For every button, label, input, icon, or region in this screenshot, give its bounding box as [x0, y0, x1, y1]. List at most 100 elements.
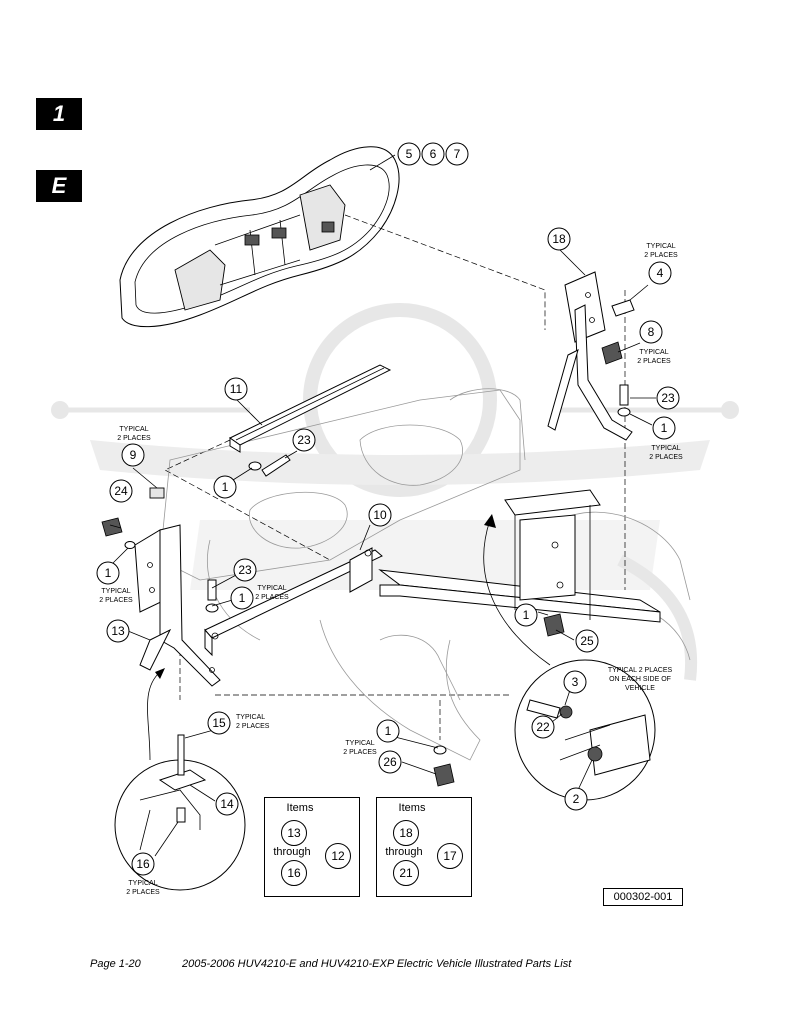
figure-id: 000302-001: [603, 888, 683, 906]
callout-14-label: 14: [220, 797, 234, 811]
callout-23-right-label: 23: [661, 391, 675, 405]
note-typical-9: TYPICAL 2 PLACES: [117, 426, 151, 442]
callout-8: 8: [639, 320, 663, 344]
nut-24: [101, 517, 123, 537]
washer-left: [124, 541, 136, 549]
bolt-23-right: [619, 384, 629, 406]
svg-text:TYPICAL: TYPICAL: [236, 714, 265, 721]
note-typical-16: TYPICAL 2 PLACES: [126, 880, 160, 896]
callout-1-top: 1: [213, 475, 237, 499]
callout-11-label: 11: [230, 382, 243, 396]
svg-text:TYPICAL: TYPICAL: [257, 585, 286, 592]
ref-item-to: 21: [393, 860, 419, 886]
bolt-23: [261, 454, 291, 477]
callout-23-right: 23: [656, 386, 680, 410]
footer-page-number: Page 1-20: [90, 958, 141, 970]
callout-26-label: 26: [383, 755, 397, 769]
callout-3: 3: [563, 670, 587, 694]
svg-text:2 PLACES: 2 PLACES: [649, 454, 683, 461]
callout-23-top: 23: [292, 428, 316, 452]
svg-text:2 PLACES: 2 PLACES: [99, 597, 133, 604]
bolt-4: [611, 299, 635, 317]
detail-view-right: [514, 659, 656, 801]
ref-assembly-number: 17: [437, 843, 463, 869]
washer-lower: [205, 603, 219, 613]
svg-text:TYPICAL: TYPICAL: [345, 740, 374, 747]
callout-1-bottom-label: 1: [385, 724, 392, 738]
ref-through-label: through: [273, 846, 311, 858]
callout-1-frame-label: 1: [523, 608, 530, 622]
callout-1-bottom: 1: [376, 719, 400, 743]
callout-7: 7: [445, 142, 469, 166]
part-13-bracket: [134, 524, 221, 687]
callout-5-label: 5: [406, 147, 413, 161]
section-tab-chapter: 1: [36, 98, 82, 130]
callout-1-lower: 1: [230, 586, 254, 610]
svg-text:TYPICAL: TYPICAL: [101, 588, 130, 595]
callout-1-top-label: 1: [222, 480, 229, 494]
callout-1-right: 1: [652, 416, 676, 440]
callout-16-label: 16: [136, 857, 150, 871]
callout-1-left-label: 1: [105, 566, 112, 580]
svg-text:ON EACH SIDE OF: ON EACH SIDE OF: [609, 676, 671, 683]
svg-text:2 PLACES: 2 PLACES: [236, 723, 270, 730]
callout-18-label: 18: [552, 232, 566, 246]
note-each-side: TYPICAL 2 PLACES ON EACH SIDE OF VEHICLE: [608, 667, 673, 692]
callout-10: 10: [368, 503, 392, 527]
callout-2: 2: [564, 787, 588, 811]
callout-2-label: 2: [573, 792, 580, 806]
callout-4: 4: [648, 261, 672, 285]
svg-text:TYPICAL: TYPICAL: [646, 243, 675, 250]
callout-13: 13: [106, 619, 130, 643]
callout-10-label: 10: [373, 508, 387, 522]
callout-22: 22: [531, 715, 555, 739]
note-typical-1-right: TYPICAL 2 PLACES: [649, 445, 683, 461]
callout-9-label: 9: [130, 448, 137, 462]
reference-box-heading: Items: [286, 802, 314, 814]
callout-13-label: 13: [111, 624, 125, 638]
seat-back-assembly: [119, 146, 400, 328]
svg-text:TYPICAL: TYPICAL: [119, 426, 148, 433]
svg-text:TYPICAL: TYPICAL: [651, 445, 680, 452]
callout-15-label: 15: [212, 716, 226, 730]
footer-document-title: 2005-2006 HUV4210-E and HUV4210-EXP Elec…: [182, 958, 572, 970]
callout-22-label: 22: [536, 720, 550, 734]
watermark-logo: [51, 303, 739, 681]
callout-6: 6: [421, 142, 445, 166]
svg-text:TYPICAL: TYPICAL: [639, 349, 668, 356]
callout-9: 9: [121, 443, 145, 467]
washer-right: [617, 407, 631, 417]
svg-text:2 PLACES: 2 PLACES: [255, 594, 289, 601]
callout-24: 24: [109, 479, 133, 503]
svg-text:2 PLACES: 2 PLACES: [126, 889, 160, 896]
note-typical-1-lower: TYPICAL 2 PLACES: [255, 585, 289, 601]
part-10-crossmember: [204, 547, 383, 657]
callout-1-lower-label: 1: [239, 591, 246, 605]
callout-26: 26: [378, 750, 402, 774]
callout-1-left: 1: [96, 561, 120, 585]
callout-23-lower: 23: [233, 558, 257, 582]
callout-18: 18: [547, 227, 571, 251]
note-typical-1-left: TYPICAL 2 PLACES: [99, 588, 133, 604]
note-typical-1-bottom: TYPICAL 2 PLACES: [343, 740, 377, 756]
svg-text:2 PLACES: 2 PLACES: [637, 358, 671, 365]
pad-9: [149, 487, 165, 499]
callout-24-label: 24: [114, 484, 128, 498]
reference-box-heading: Items: [398, 802, 426, 814]
callout-6-label: 6: [430, 147, 437, 161]
callout-4-label: 4: [657, 266, 664, 280]
bolt-23-lower: [207, 579, 217, 601]
callout-23-top-label: 23: [297, 433, 311, 447]
svg-text:2 PLACES: 2 PLACES: [343, 749, 377, 756]
callout-1-frame: 1: [514, 603, 538, 627]
callout-8-label: 8: [648, 325, 655, 339]
ref-assembly-number: 12: [325, 843, 351, 869]
svg-text:TYPICAL 2 PLACES: TYPICAL 2 PLACES: [608, 667, 673, 674]
svg-text:2 PLACES: 2 PLACES: [117, 435, 151, 442]
callout-16: 16: [131, 852, 155, 876]
callout-15: 15: [207, 711, 231, 735]
callout-7-label: 7: [454, 147, 461, 161]
section-tab-letter: E: [36, 170, 82, 202]
callout-1-right-label: 1: [661, 421, 668, 435]
